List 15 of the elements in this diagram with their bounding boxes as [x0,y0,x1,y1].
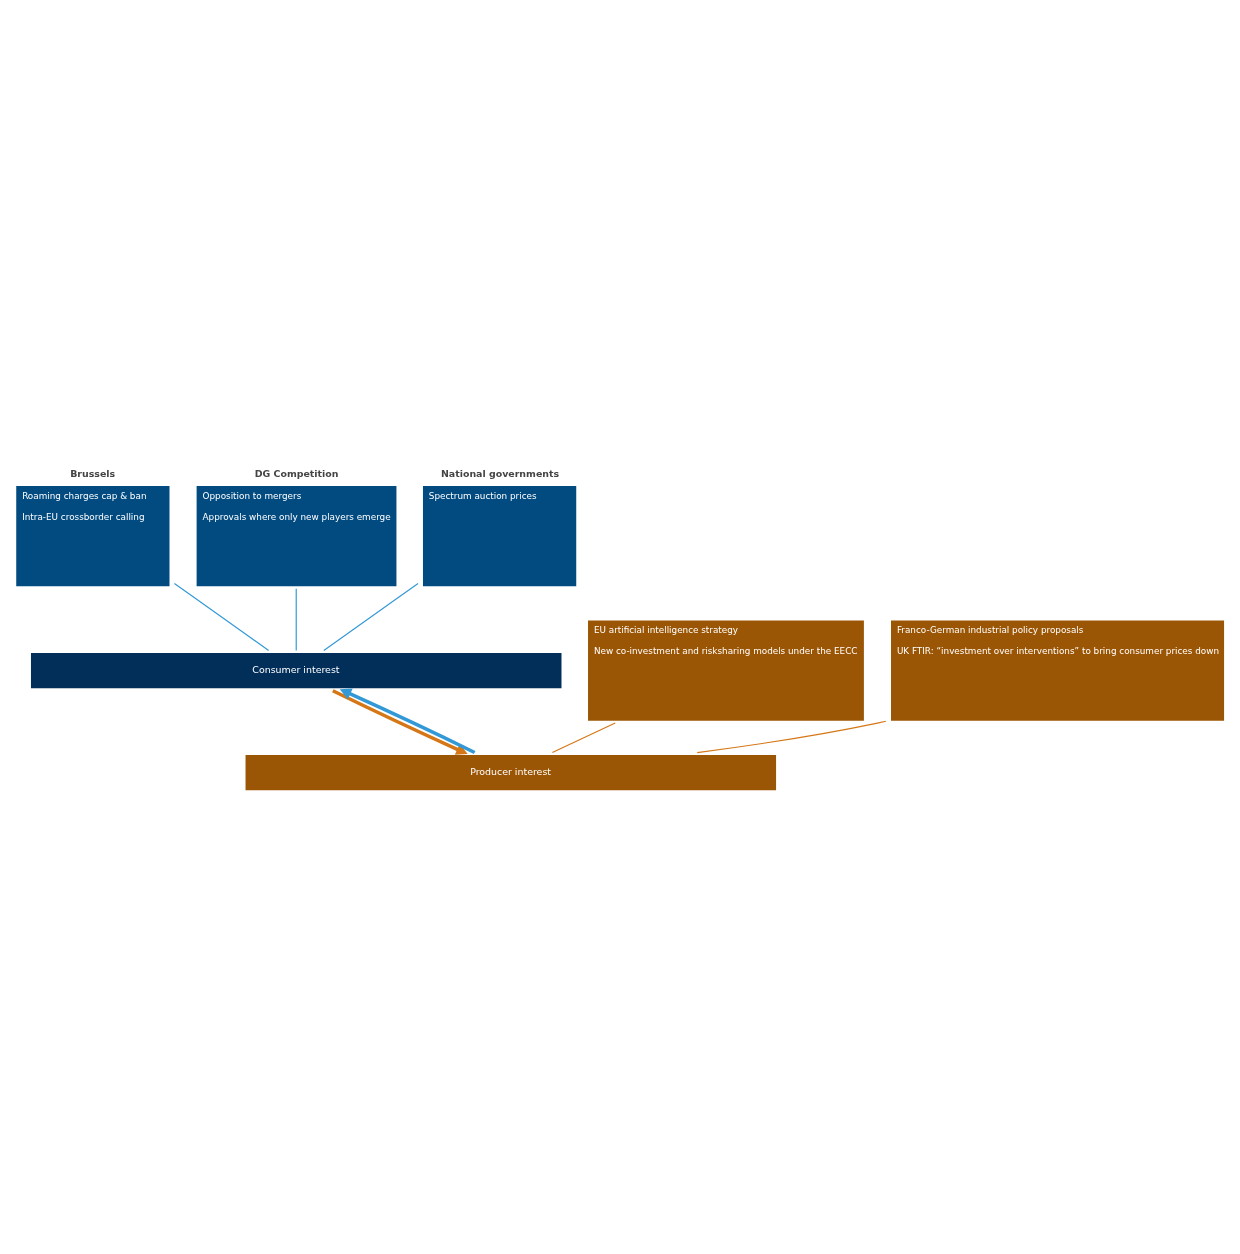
node-box: EU artificial intelligence strategy New co-investment and risksharing models under the EECC [588,620,864,721]
connector [173,582,270,652]
node-box: Spectrum auction prices [422,486,577,587]
node-box: Opposition to mergers Approvals where only new players emerge [196,486,397,587]
node-box: Franco-German industrial policy proposals UK FTIR: “investment over interventions” to bring consumer prices down [891,620,1225,721]
node-label: Brussels [70,467,116,479]
connector [295,588,297,652]
node-label: National governments [440,467,560,479]
connector [696,720,887,754]
node-label: DG Competition [254,467,339,479]
node-box: Consumer interest [30,652,562,689]
node-box: Roaming charges cap & ban Intra-EU crossborder calling [16,486,170,587]
connector [323,582,419,652]
node-box: Producer interest [245,754,777,791]
connector [551,722,616,754]
